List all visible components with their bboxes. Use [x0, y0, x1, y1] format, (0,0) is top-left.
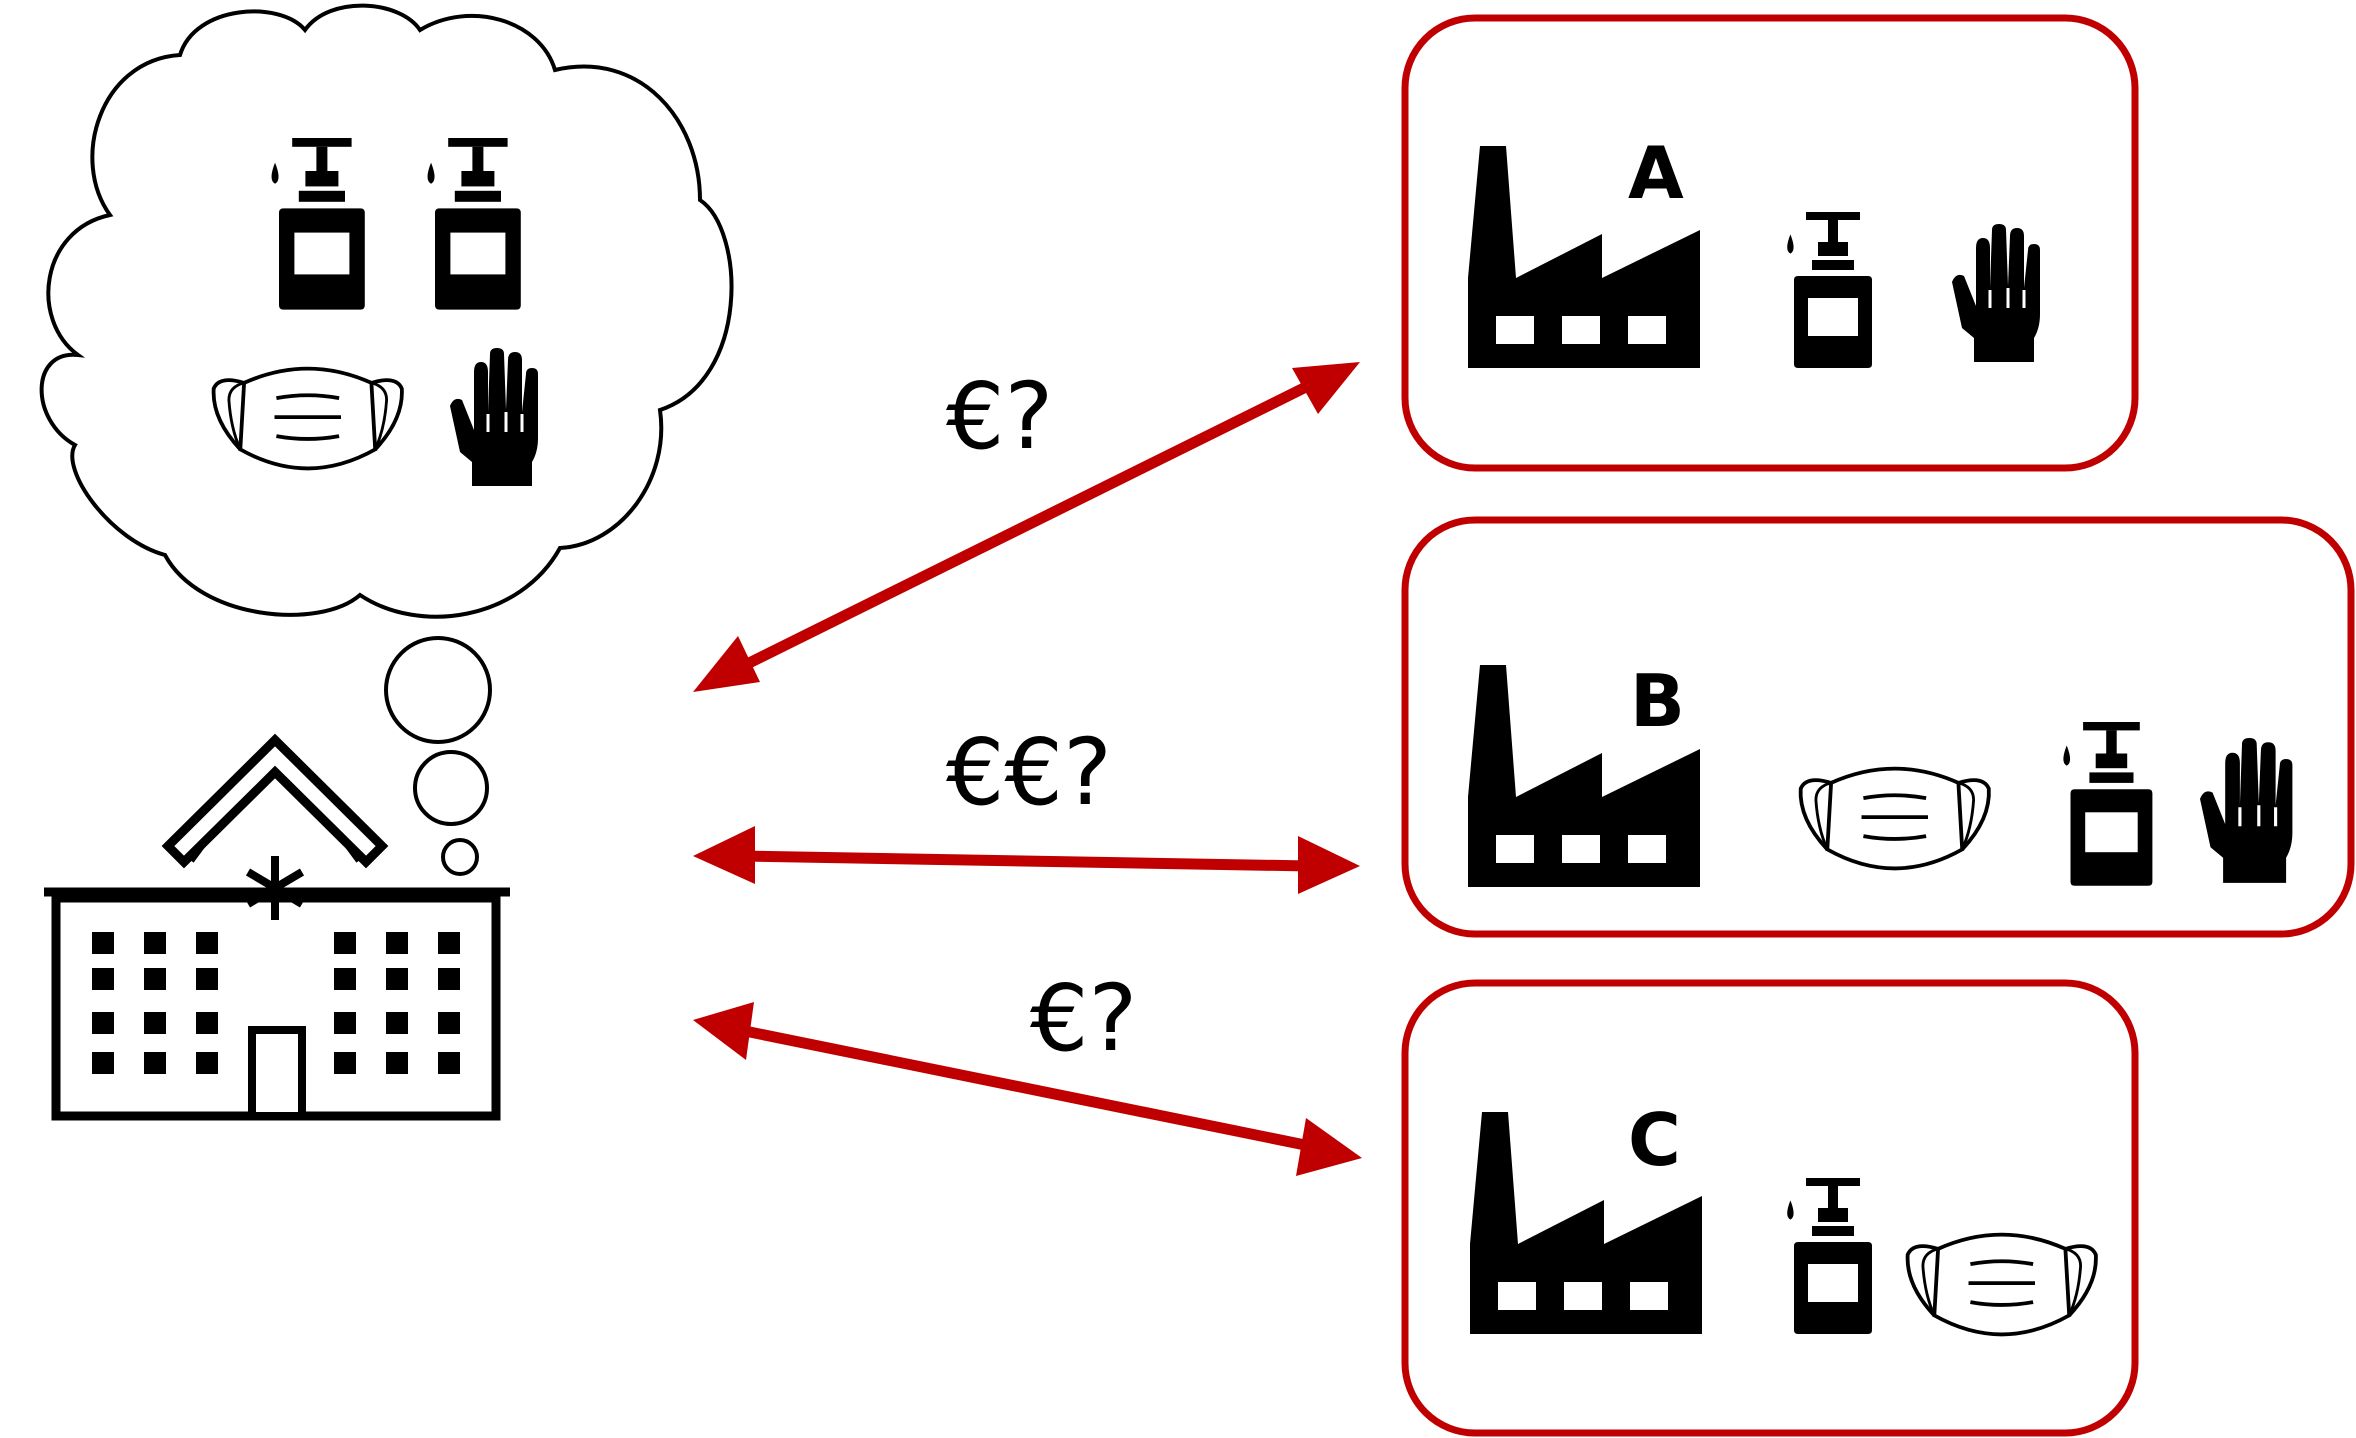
price-label-b: €€?: [946, 719, 1112, 826]
negotiation-arrows: [693, 362, 1362, 1176]
double-arrow-a: [693, 362, 1360, 692]
double-arrow-c: [693, 1002, 1362, 1176]
hospital-icon: [44, 733, 510, 1121]
supplier-letter-b: B: [1630, 659, 1685, 743]
double-arrow-b: [693, 826, 1360, 894]
price-label-c: €?: [1030, 965, 1137, 1072]
supplier-card-a: A: [1401, 14, 2139, 472]
thought-cloud: [39, 3, 734, 876]
supplier-letter-a: A: [1628, 131, 1684, 215]
supplier-card-b: B: [1401, 516, 2355, 938]
price-label-a: €?: [946, 363, 1053, 470]
supplier-card-c: C: [1401, 979, 2139, 1437]
supplier-letter-c: C: [1628, 1098, 1681, 1182]
